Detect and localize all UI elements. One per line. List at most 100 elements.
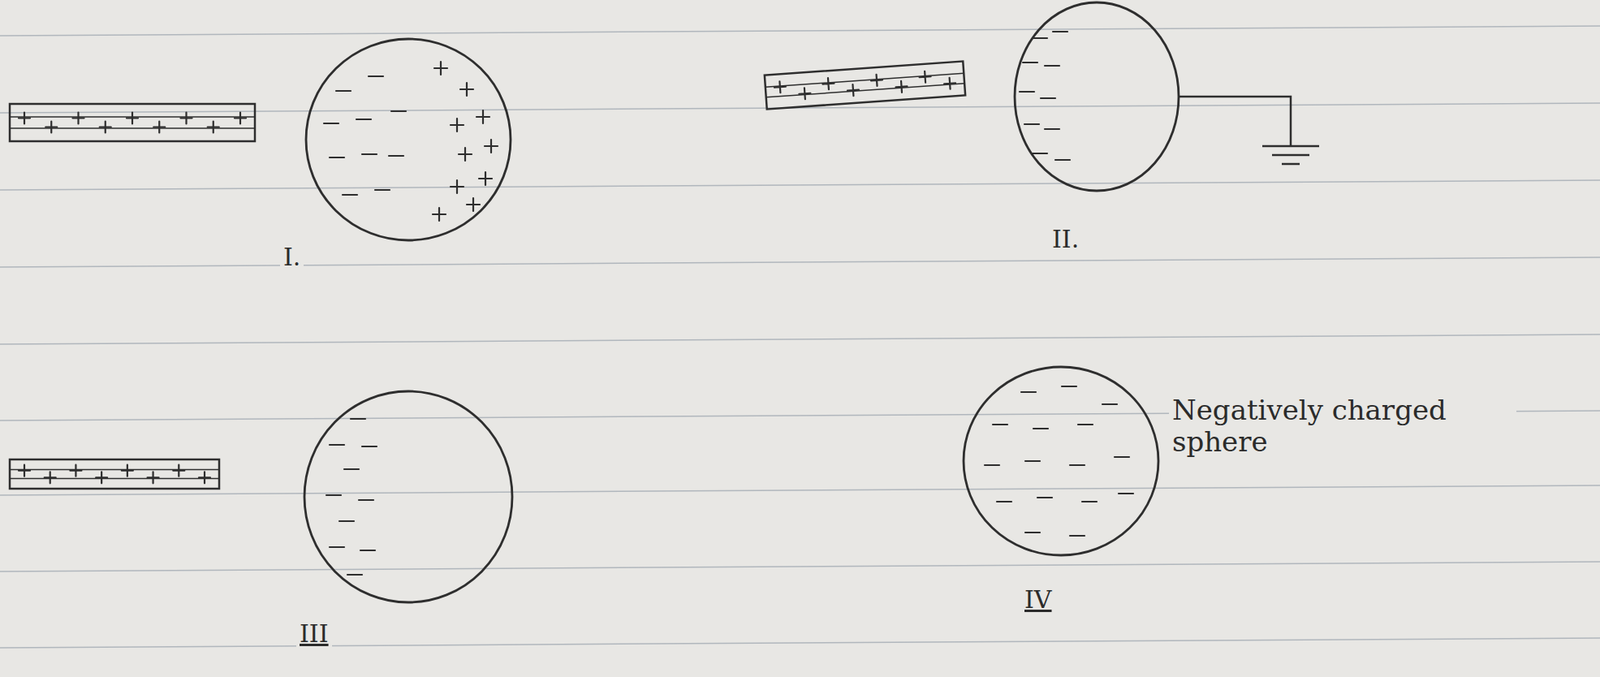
figure-number: I. [280, 243, 304, 272]
minus-charge [1069, 464, 1085, 466]
plus-charge [126, 112, 139, 124]
plus-charge [476, 110, 490, 124]
plus-charge [45, 121, 57, 134]
minus-charge [358, 499, 374, 501]
minus-charge [323, 122, 339, 125]
minus-charge [375, 189, 390, 191]
minus-charge [1019, 90, 1035, 93]
plus-charge [450, 180, 464, 194]
minus-charge [336, 90, 351, 92]
minus-charge [344, 468, 359, 471]
charged-rod [764, 61, 966, 110]
conducting-sphere [306, 38, 511, 241]
plus-charge [871, 73, 884, 87]
plus-charge [147, 471, 160, 484]
plus-charge [944, 77, 957, 90]
ruled-lines [0, 25, 1600, 648]
minus-charge [329, 156, 345, 159]
minus-charge [1025, 460, 1040, 462]
minus-charge [1032, 37, 1048, 39]
minus-charge [1033, 427, 1048, 430]
minus-charge [329, 546, 345, 548]
minus-charge [1025, 531, 1040, 534]
ground-connection [1178, 96, 1320, 164]
minus-charge [1044, 128, 1060, 130]
minus-charge [1052, 30, 1068, 33]
figure-number: II. [1048, 225, 1083, 255]
ruled-line [0, 561, 1600, 572]
ruled-line [0, 25, 1600, 36]
minus-charge [1082, 500, 1097, 503]
minus-charge [992, 423, 1008, 426]
minus-charge [1114, 456, 1130, 458]
minus-charge [1055, 159, 1070, 161]
minus-charge [1118, 492, 1134, 495]
minus-charge [996, 500, 1012, 503]
plus-charge [198, 471, 211, 484]
plus-charge [822, 77, 835, 91]
plus-charge [153, 121, 165, 134]
plus-charge [121, 465, 134, 477]
minus-charge [1061, 385, 1077, 388]
minus-charge [350, 418, 366, 420]
minus-charge [1069, 534, 1085, 537]
plus-charge [99, 121, 112, 134]
plus-charge [95, 471, 108, 484]
conducting-sphere [304, 391, 513, 603]
plus-charge [432, 207, 446, 221]
minus-charge [1021, 391, 1036, 393]
figure-number: IV [1021, 586, 1056, 615]
charged-rod [9, 459, 220, 489]
minus-charge [368, 75, 384, 78]
plus-charge [207, 121, 220, 134]
plus-charge [895, 80, 908, 93]
plus-charge [73, 112, 85, 124]
note-text: Negatively charged sphere [1168, 394, 1517, 458]
minus-charge [347, 573, 363, 576]
plus-charge [798, 87, 811, 100]
minus-charge [1024, 123, 1040, 126]
minus-charge [339, 520, 354, 522]
minus-charge [360, 549, 376, 552]
ruled-line [0, 334, 1600, 345]
plus-charge [484, 139, 498, 153]
ruled-line [0, 257, 1600, 268]
figure-number: III [296, 620, 333, 649]
ruled-line [0, 485, 1600, 496]
minus-charge [1040, 97, 1056, 100]
plus-charge [18, 112, 31, 124]
plus-charge [460, 82, 474, 96]
minus-charge [1037, 496, 1053, 499]
minus-charge [1078, 423, 1093, 426]
minus-charge [391, 110, 406, 113]
minus-charge [362, 445, 377, 448]
plus-charge [172, 465, 185, 477]
minus-charge [342, 194, 358, 196]
ruled-line [0, 180, 1600, 190]
plus-charge [18, 465, 31, 477]
plus-charge [478, 172, 492, 186]
ruled-line [0, 638, 1600, 648]
plus-charge [69, 465, 82, 477]
minus-charge [329, 444, 345, 446]
minus-charge [362, 153, 377, 156]
plus-charge [234, 112, 246, 124]
plus-charge [773, 81, 786, 94]
minus-charge [1022, 61, 1038, 64]
minus-charge [356, 118, 371, 121]
minus-charge [388, 155, 404, 157]
plus-charge [918, 70, 932, 83]
conducting-sphere [963, 366, 1159, 556]
plus-charge [434, 61, 448, 75]
charged-rod [9, 103, 255, 142]
plus-charge [181, 112, 193, 124]
minus-charge [984, 464, 1000, 466]
minus-charge [1102, 403, 1117, 406]
plus-charge [466, 198, 480, 212]
minus-charge [1032, 152, 1048, 155]
plus-charge [846, 84, 859, 97]
minus-charge [1044, 64, 1060, 67]
minus-charge [326, 494, 341, 496]
